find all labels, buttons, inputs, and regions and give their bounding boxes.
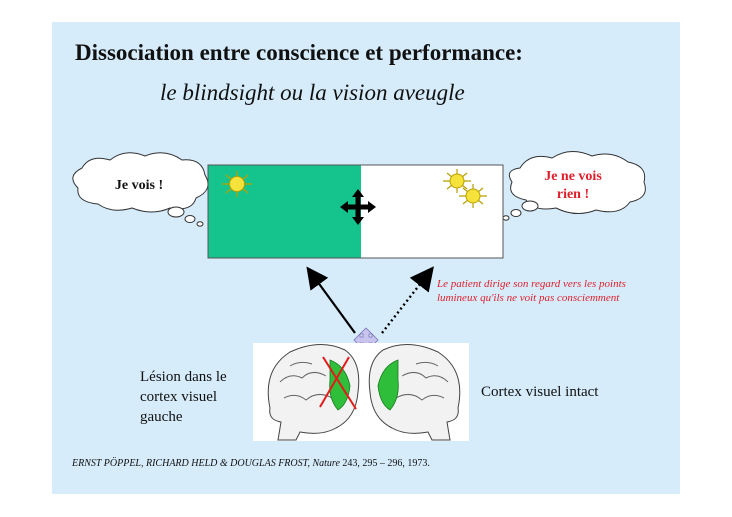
conscious-pathway-arrow [306,266,356,334]
citation-journal: Nature [312,458,340,469]
sun-icon [443,169,471,193]
bubble-left-text: Je vois ! [114,178,164,193]
intact-cortex-label: Cortex visuel intact [481,384,599,400]
slide-title: Dissociation entre conscience et perform… [75,40,523,65]
brain-intact-right-icon [368,344,461,441]
bubble-right-line2: rien ! [556,187,590,202]
citation-authors: ERNST PÖPPEL, RICHARD HELD & DOUGLAS FRO… [72,458,310,469]
unseen-half-white [361,165,503,258]
citation-reference: 243, 295 – 296, 1973. [342,458,430,469]
sun-icon [222,171,252,197]
blindsight-note: Le patient dirige son regard vers les po… [437,278,626,304]
thought-bubble-left [72,152,209,227]
brain-lesion-left-icon [267,344,360,441]
lesion-label: Lésion dans le cortex visuel gauche [140,369,227,425]
brain-images [253,343,469,441]
citation: ERNST PÖPPEL, RICHARD HELD & DOUGLAS FRO… [72,458,430,469]
fixation-cross-icon [340,189,376,225]
slide-subtitle: le blindsight ou la vision aveugle [160,80,465,105]
blindsight-pathway-arrow [381,266,434,334]
thought-bubble-right [502,151,646,221]
bubble-right-text: Je ne vois rien ! [528,168,618,204]
bubble-right-line1: Je ne vois [544,169,602,184]
sun-icon [459,184,487,208]
